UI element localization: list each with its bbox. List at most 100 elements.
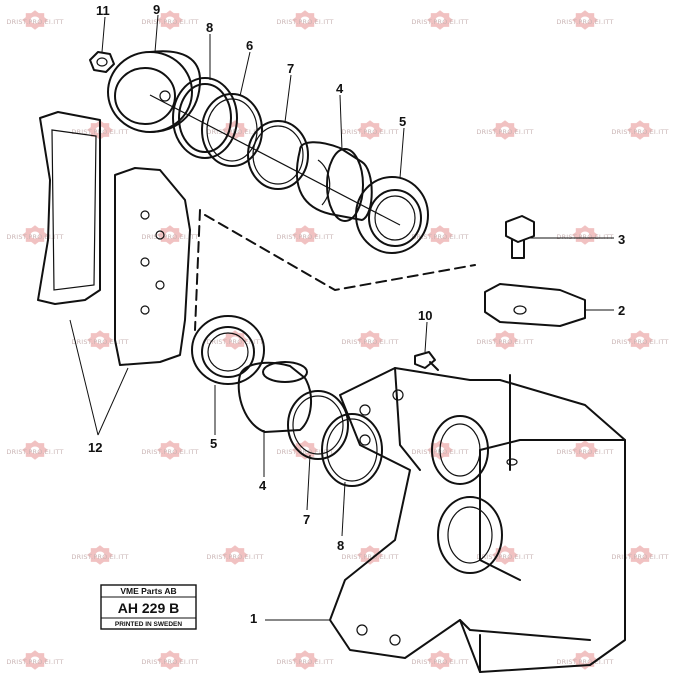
watermark-text: DRIST.PRO.EI.ITT [556,658,613,666]
callout-5-top: 5 [399,114,406,129]
watermark-text: DRIST.PRO.EI.ITT [206,338,263,346]
callout-4-top: 4 [336,81,344,96]
watermark-text: DRIST.PRO.EI.ITT [6,448,63,456]
watermark-text: DRIST.PRO.EI.ITT [276,233,333,241]
watermark-layer: DRIST.PRO.EI.ITT DRIST.PRO.EI.ITT DRIST.PR… [6,10,668,670]
callout-3: 3 [618,232,625,247]
watermark-gear-icon: DRIST.PRO.EI.ITT [611,330,668,350]
watermark-gear-icon: DRIST.PRO.EI.ITT [6,440,63,460]
watermark-gear-icon: DRIST.PRO.EI.ITT [6,650,63,670]
watermark-text: DRIST.PRO.EI.ITT [341,128,398,136]
watermark-gear-icon: DRIST.PRO.EI.ITT [276,225,333,245]
watermark-text: DRIST.PRO.EI.ITT [6,658,63,666]
callout-11: 11 [96,3,110,18]
callout-6: 6 [246,38,253,53]
part-10-bleed-nipple [414,351,439,371]
part-2-retaining-plate [484,283,586,327]
part-12-brake-pads [37,111,191,366]
watermark-text: DRIST.PRO.EI.ITT [71,338,128,346]
watermark-gear-icon: DRIST.PRO.EI.ITT [611,120,668,140]
callout-8-top: 8 [206,20,213,35]
watermark-text: DRIST.PRO.EI.ITT [6,18,63,26]
watermark-text: DRIST.PRO.EI.ITT [411,658,468,666]
callout-labels: 11 9 8 6 7 4 5 3 2 10 5 4 7 8 12 1 [88,2,625,626]
watermark-text: DRIST.PRO.EI.ITT [411,18,468,26]
part-3-bolt [505,215,535,259]
callout-7-top: 7 [287,61,294,76]
part-8-seal-ring-top [172,77,238,159]
watermark-gear-icon: DRIST.PRO.EI.ITT [341,545,398,565]
callout-12: 12 [88,440,102,455]
part-8-seal-ring-bottom [321,413,383,487]
watermark-text: DRIST.PRO.EI.ITT [276,448,333,456]
watermark-gear-icon: DRIST.PRO.EI.ITT [141,225,198,245]
part-5-piston-seal-top [355,176,429,254]
watermark-text: DRIST.PRO.EI.ITT [556,233,613,241]
watermark-gear-icon: DRIST.PRO.EI.ITT [411,650,468,670]
watermark-gear-icon: DRIST.PRO.EI.ITT [141,650,198,670]
callout-8-bottom: 8 [337,538,344,553]
watermark-gear-icon: DRIST.PRO.EI.ITT [476,120,533,140]
watermark-text: DRIST.PRO.EI.ITT [341,553,398,561]
watermark-gear-icon: DRIST.PRO.EI.ITT [556,440,613,460]
watermark-text: DRIST.PRO.EI.ITT [611,128,668,136]
callout-9: 9 [153,2,160,17]
watermark-text: DRIST.PRO.EI.ITT [141,18,198,26]
parts-box-footer: PRINTED IN SWEDEN [115,621,182,628]
watermark-text: DRIST.PRO.EI.ITT [141,448,198,456]
watermark-gear-icon: DRIST.PRO.EI.ITT [6,10,63,30]
watermark-gear-icon: DRIST.PRO.EI.ITT [276,650,333,670]
watermark-gear-icon: DRIST.PRO.EI.ITT [476,330,533,350]
parts-box-title: VME Parts AB [120,586,176,596]
watermark-text: DRIST.PRO.EI.ITT [141,233,198,241]
watermark-gear-icon: DRIST.PRO.EI.ITT [206,545,263,565]
part-4-piston-bottom [237,361,312,433]
watermark-text: DRIST.PRO.EI.ITT [556,448,613,456]
watermark-gear-icon: DRIST.PRO.EI.ITT [341,330,398,350]
watermark-gear-icon: DRIST.PRO.EI.ITT [71,330,128,350]
part-5-piston-seal-bottom [191,315,265,385]
callout-2: 2 [618,303,625,318]
callout-10: 10 [418,308,432,323]
part-7-o-ring-top [247,120,309,190]
watermark-gear-icon: DRIST.PRO.EI.ITT [341,120,398,140]
watermark-gear-icon: DRIST.PRO.EI.ITT [276,10,333,30]
callout-1: 1 [250,611,257,626]
watermark-text: DRIST.PRO.EI.ITT [476,338,533,346]
watermark-text: DRIST.PRO.EI.ITT [611,553,668,561]
callout-7-bottom: 7 [303,512,310,527]
dashed-guide-line [194,209,476,331]
watermark-gear-icon: DRIST.PRO.EI.ITT [141,10,198,30]
part-7-o-ring-bottom [287,390,349,460]
watermark-gear-icon: DRIST.PRO.EI.ITT [411,225,468,245]
watermark-text: DRIST.PRO.EI.ITT [341,338,398,346]
watermark-gear-icon: DRIST.PRO.EI.ITT [6,225,63,245]
callout-5-bottom: 5 [210,436,217,451]
watermark-gear-icon: DRIST.PRO.EI.ITT [556,10,613,30]
parts-box-code: AH 229 B [118,600,179,616]
watermark-gear-icon: DRIST.PRO.EI.ITT [71,545,128,565]
watermark-gear-icon: DRIST.PRO.EI.ITT [206,330,263,350]
watermark-gear-icon: DRIST.PRO.EI.ITT [556,225,613,245]
callout-4-bottom: 4 [259,478,267,493]
part-1-caliper-housing [329,367,626,673]
watermark-gear-icon: DRIST.PRO.EI.ITT [411,10,468,30]
watermark-text: DRIST.PRO.EI.ITT [556,18,613,26]
watermark-text: DRIST.PRO.EI.ITT [276,658,333,666]
watermark-text: DRIST.PRO.EI.ITT [206,553,263,561]
watermark-text: DRIST.PRO.EI.ITT [611,338,668,346]
part-9-dust-cover [107,50,201,133]
watermark-text: DRIST.PRO.EI.ITT [476,553,533,561]
watermark-gear-icon: DRIST.PRO.EI.ITT [611,545,668,565]
leader-lines [69,14,614,621]
part-4-piston-top [295,141,373,222]
part-11-bleed-cap [89,51,115,73]
watermark-text: DRIST.PRO.EI.ITT [276,18,333,26]
watermark-text: DRIST.PRO.EI.ITT [141,658,198,666]
watermark-text: DRIST.PRO.EI.ITT [71,553,128,561]
watermark-text: DRIST.PRO.EI.ITT [411,233,468,241]
parts-reference-box: VME Parts AB AH 229 B PRINTED IN SWEDEN [100,584,197,630]
watermark-text: DRIST.PRO.EI.ITT [476,128,533,136]
watermark-text: DRIST.PRO.EI.ITT [6,233,63,241]
